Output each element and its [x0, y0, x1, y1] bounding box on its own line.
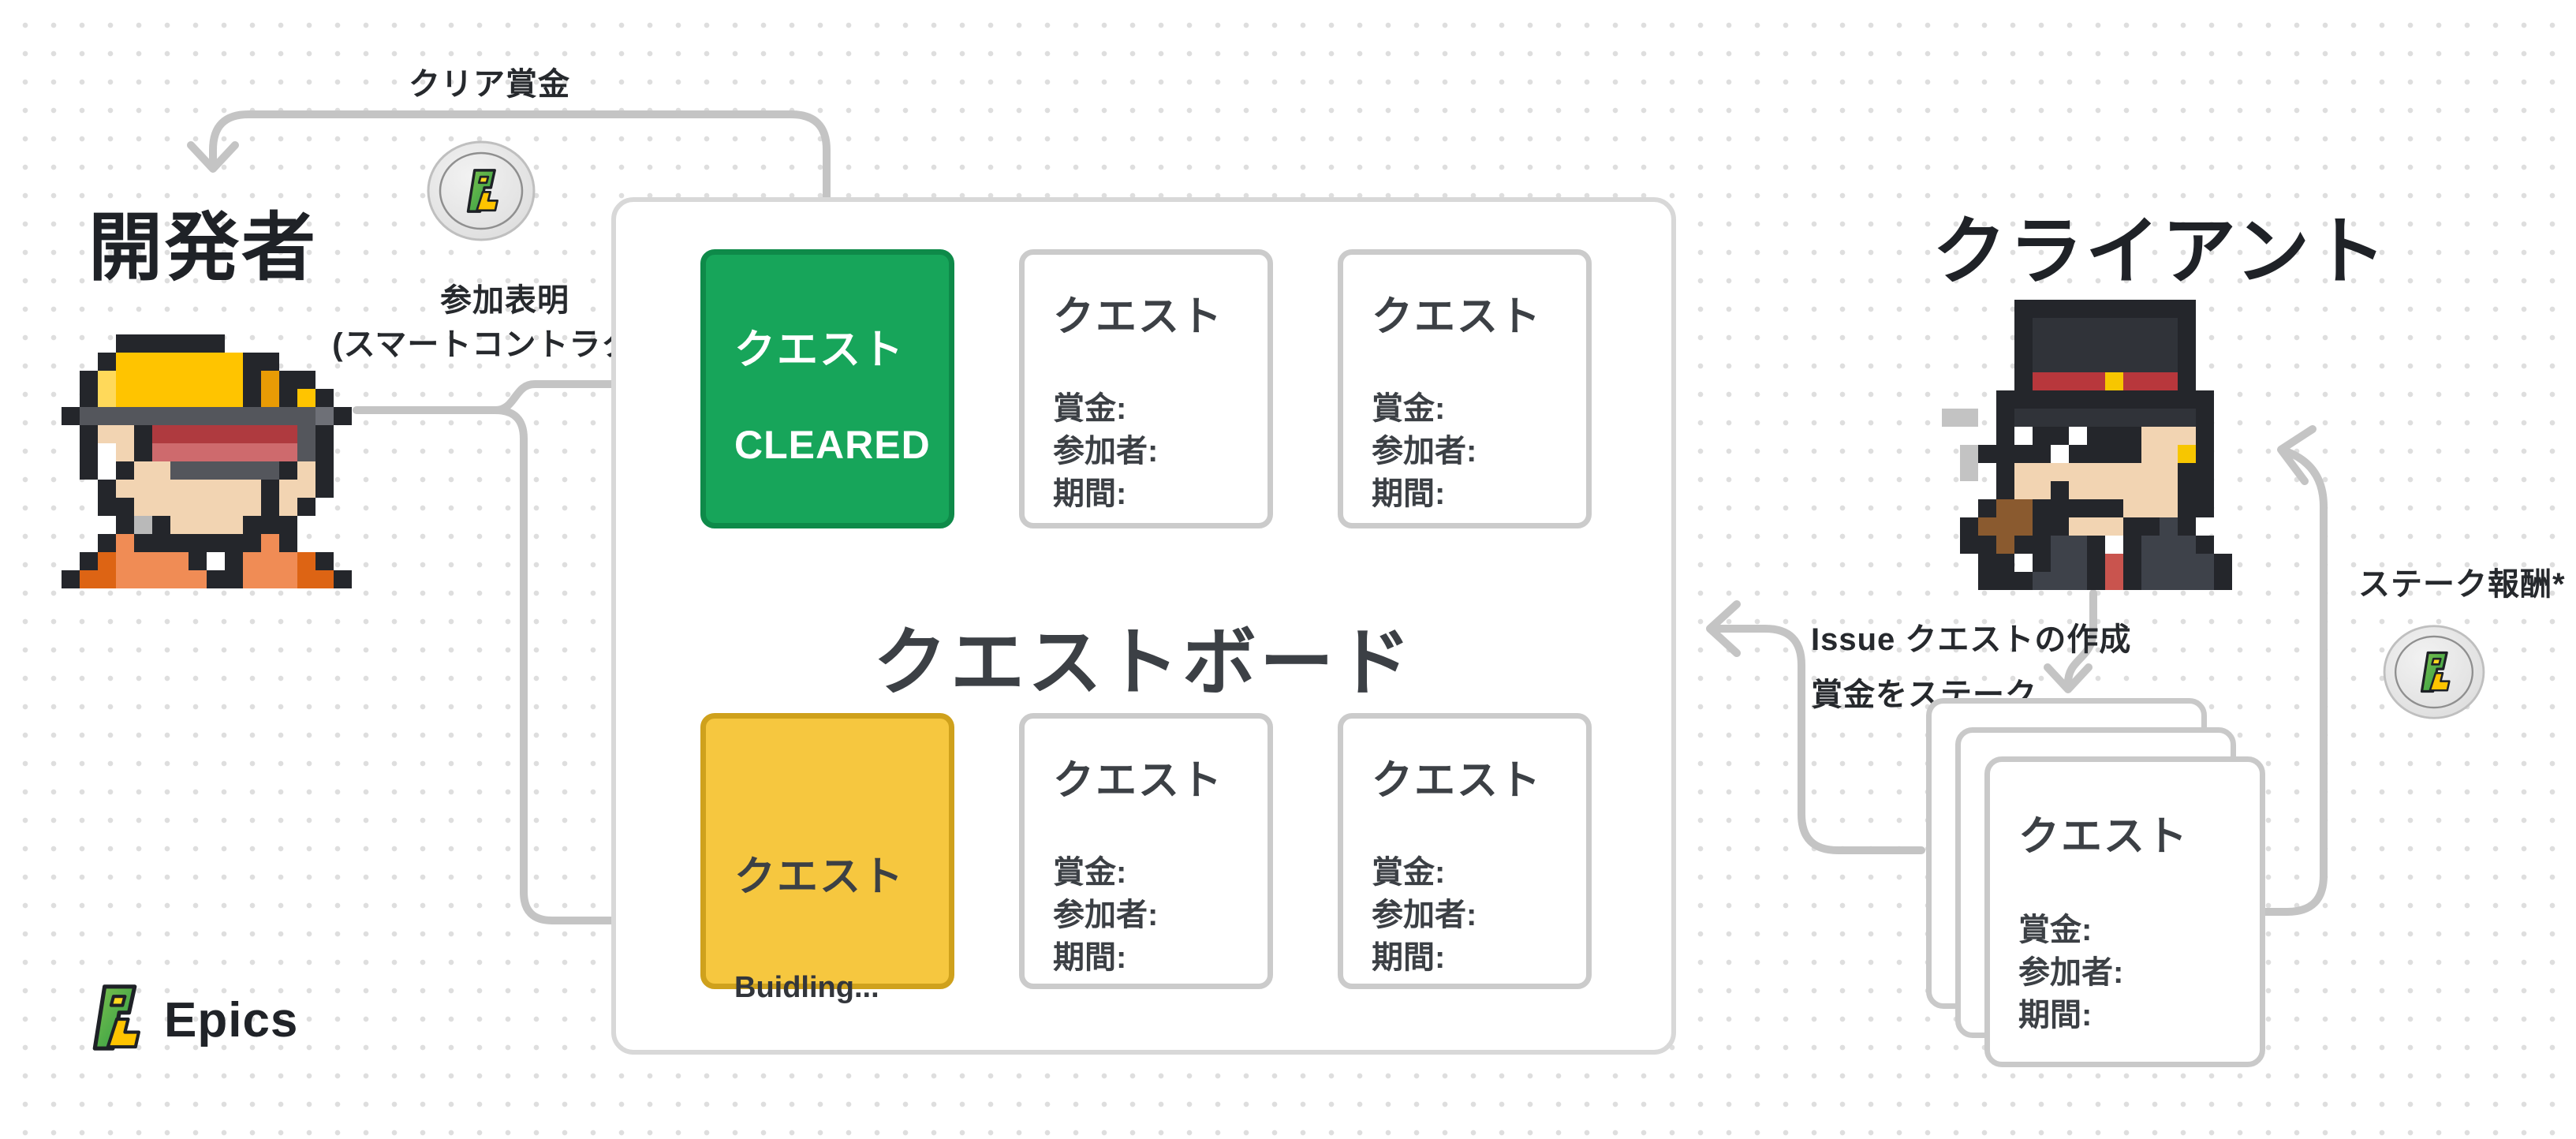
period-label: 期間:	[1053, 940, 1127, 975]
bounty-label: 賞金:	[1372, 391, 1446, 426]
participants-label: 参加者:	[1053, 898, 1159, 932]
quest-board-title: クエストボード	[872, 621, 1414, 704]
arrow-stake-reward	[2261, 425, 2328, 916]
bounty-label: 賞金:	[2018, 913, 2093, 947]
quest-status-cleared: CLEARED	[734, 423, 931, 467]
coin-icon	[2380, 623, 2488, 721]
period-label: 期間:	[1372, 940, 1446, 975]
developer-heading: 開発者	[88, 206, 319, 289]
client-avatar	[1942, 300, 2250, 590]
period-label: 期間:	[2018, 998, 2093, 1033]
participation-note-line1: 参加表明	[440, 283, 569, 318]
quest-card-open-3: クエスト 賞金: 参加者: 期間:	[1019, 713, 1273, 989]
quest-card-title: クエスト	[1372, 758, 1543, 804]
quest-card-open-2: クエスト 賞金: 参加者: 期間:	[1338, 249, 1592, 528]
arrow-clear-reward	[187, 110, 831, 247]
arrow-issue-quest	[2044, 589, 2097, 693]
quest-card-title: クエスト	[2018, 814, 2190, 860]
quest-card-fields: 賞金: 参加者: 期間:	[1053, 851, 1158, 979]
client-heading: クライアント	[1932, 210, 2389, 293]
quest-card-fields: 賞金: 参加者: 期間:	[1372, 851, 1477, 979]
issue-note-line1: Issue クエストの作成	[1811, 622, 2132, 657]
quest-card-open-1: クエスト 賞金: 参加者: 期間:	[1019, 249, 1273, 528]
quest-status-building: Buidling...	[734, 971, 879, 1004]
coin-icon	[423, 139, 539, 243]
epics-logo-icon	[88, 983, 140, 1052]
quest-card-building: クエスト Buidling...	[700, 713, 954, 1004]
quest-card-title: クエスト	[1053, 758, 1224, 804]
quest-card-cleared: クエスト CLEARED	[700, 249, 954, 528]
quest-card-title: クエスト	[734, 854, 905, 900]
bounty-label: 賞金:	[1053, 391, 1127, 426]
quest-card-title: クエスト	[1053, 294, 1224, 340]
quest-card-open-4: クエスト 賞金: 参加者: 期間:	[1338, 713, 1592, 989]
stake-reward-label: ステーク報酬*	[2358, 567, 2566, 602]
quest-card-title: クエスト	[1372, 294, 1543, 340]
clear-reward-label: クリア賞金	[409, 67, 570, 102]
brand-name: Epics	[164, 993, 299, 1048]
period-label: 期間:	[1372, 476, 1446, 511]
quest-card-fields: 賞金: 参加者: 期間:	[2018, 909, 2123, 1036]
participants-label: 参加者:	[1372, 898, 1477, 932]
quest-card-title: クエスト	[734, 327, 905, 373]
quest-stack-card-front: クエスト 賞金: 参加者: 期間:	[1984, 756, 2265, 1067]
quest-card-fields: 賞金: 参加者: 期間:	[1053, 387, 1158, 515]
bounty-label: 賞金:	[1372, 855, 1446, 890]
quest-card-fields: 賞金: 参加者: 期間:	[1372, 387, 1477, 515]
developer-avatar	[62, 334, 352, 588]
period-label: 期間:	[1053, 476, 1127, 511]
participants-label: 参加者:	[2018, 955, 2124, 990]
arrow-stack-to-board	[1706, 600, 1925, 854]
bounty-label: 賞金:	[1053, 855, 1127, 890]
participants-label: 参加者:	[1053, 434, 1159, 469]
participants-label: 参加者:	[1372, 434, 1477, 469]
